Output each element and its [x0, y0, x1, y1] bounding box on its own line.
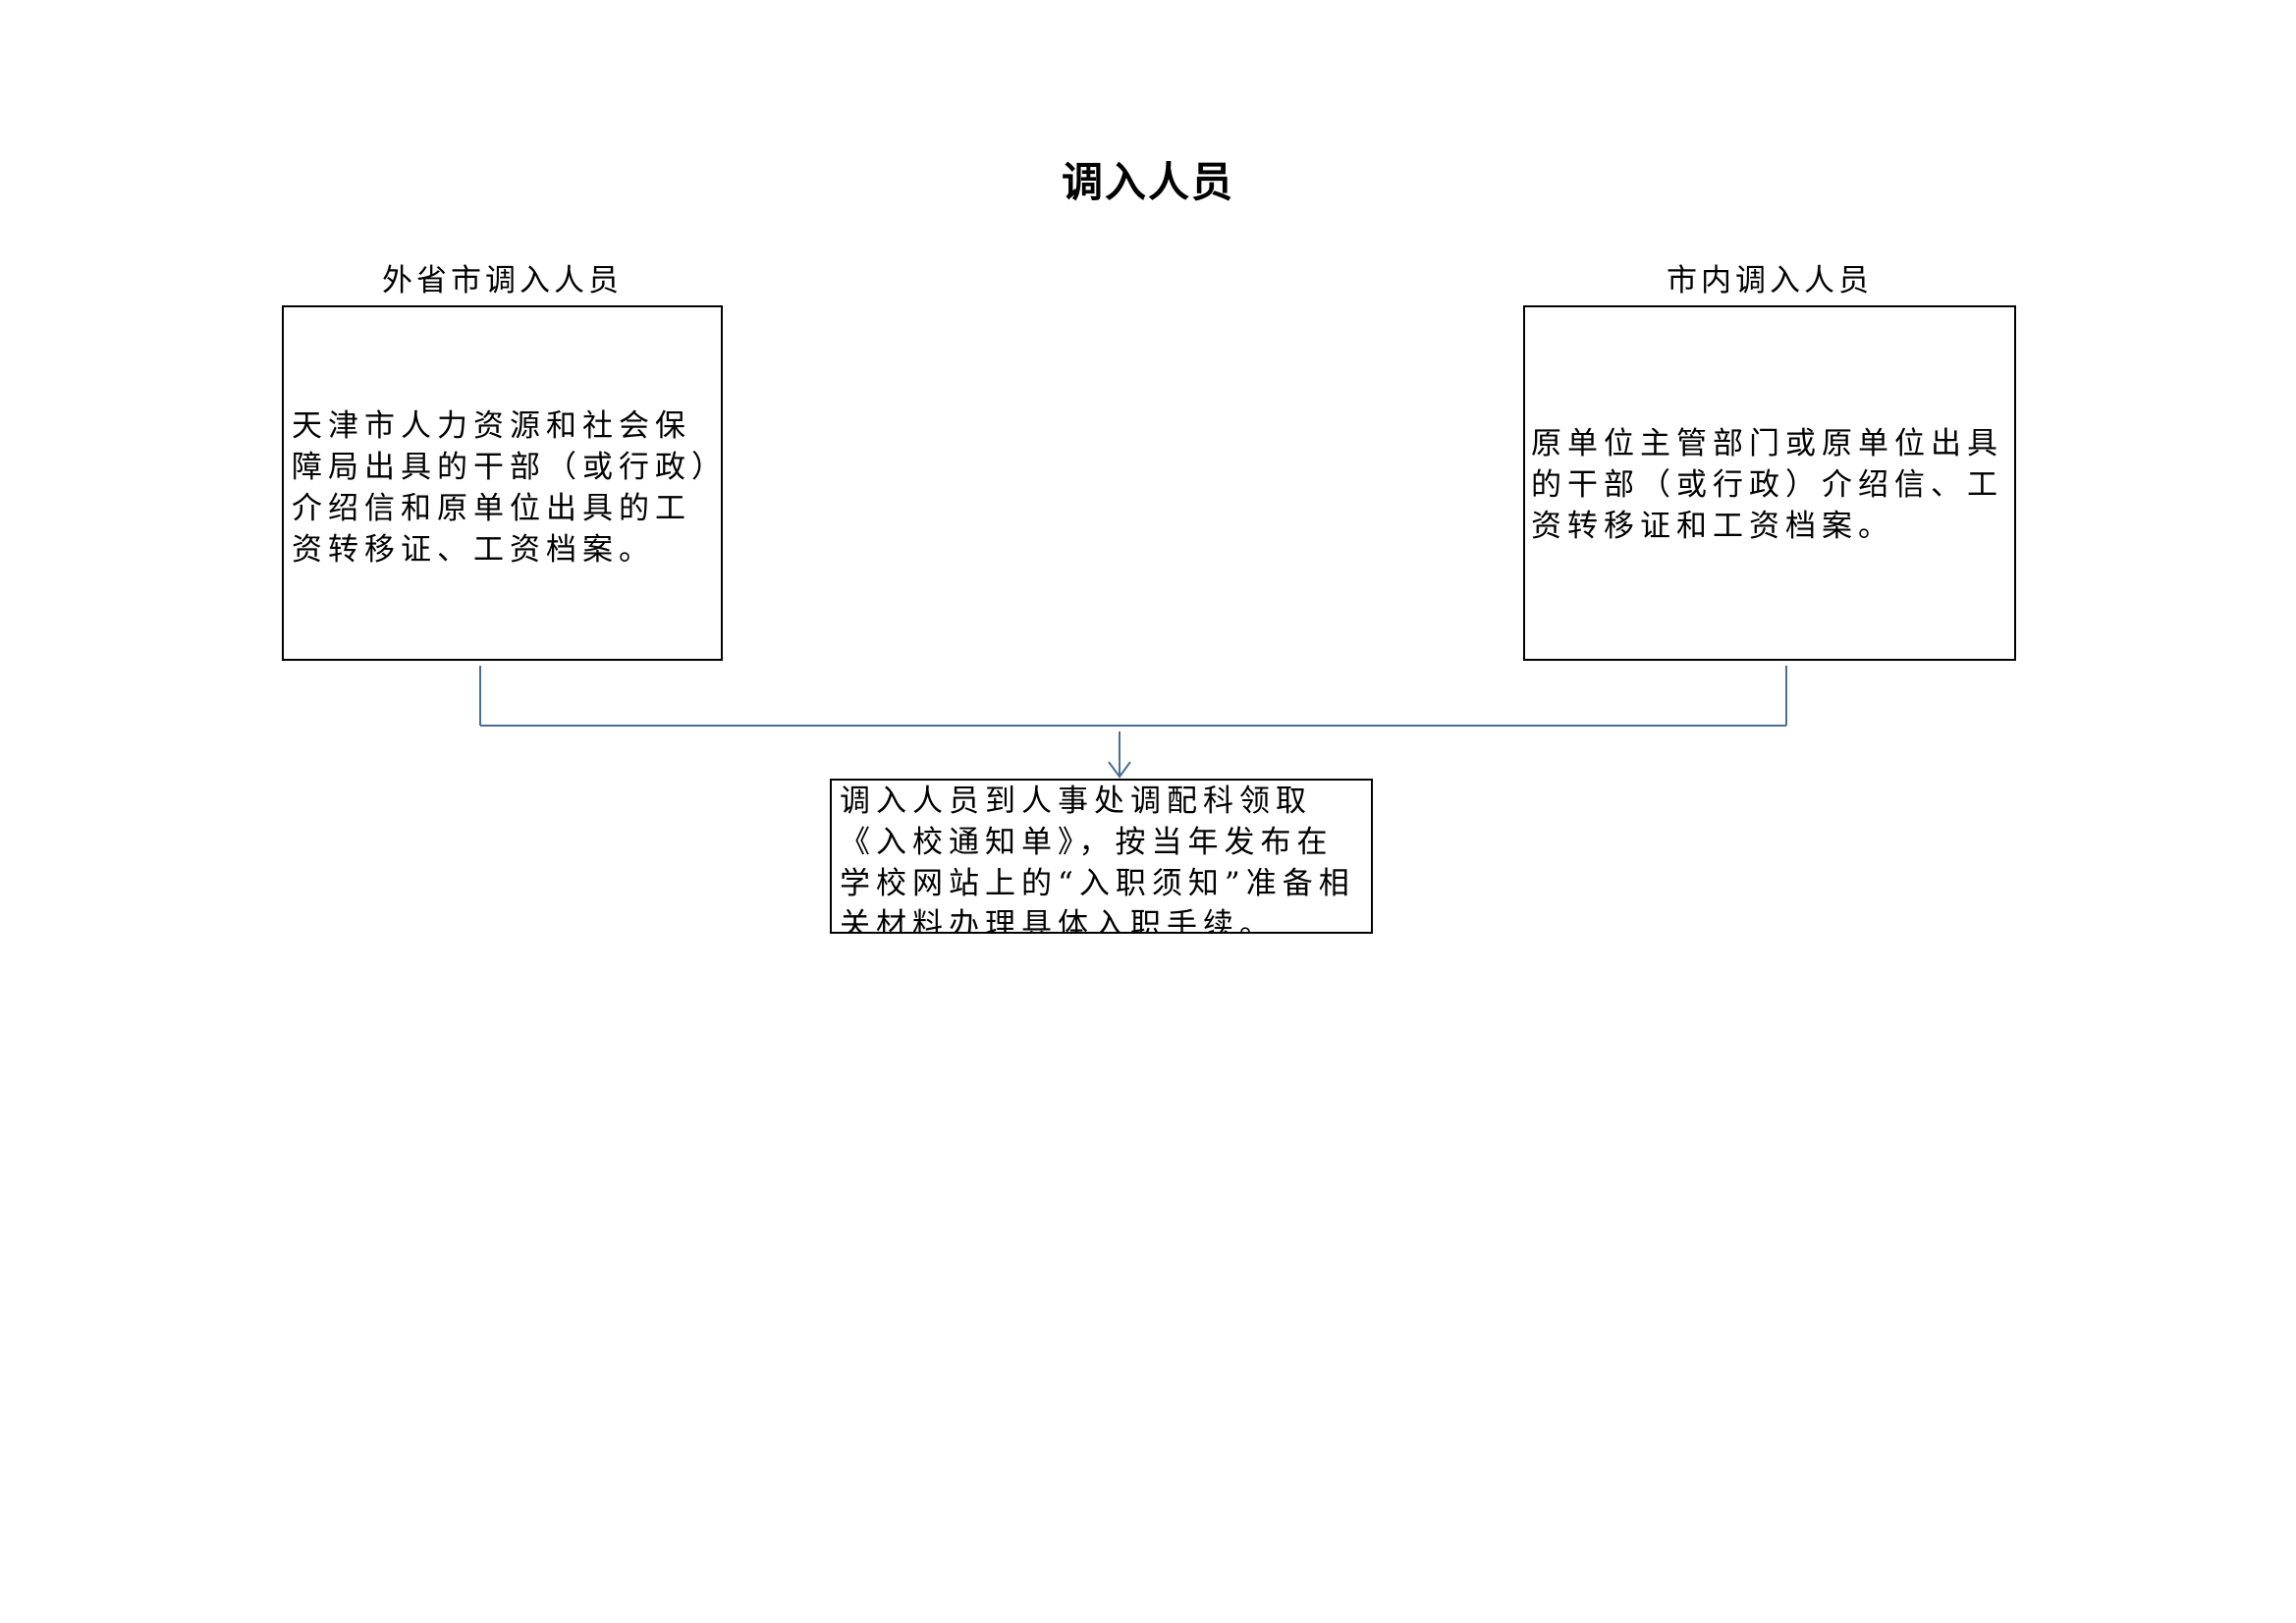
arrow-head-icon — [1108, 761, 1131, 779]
left-column-label: 外省市调入人员 — [382, 263, 623, 298]
page-title: 调入人员 — [1061, 158, 1234, 206]
right-box-text: 原单位主管部门或原单位出具的干部（或行政）介绍信、工资转移证和工资档案。 — [1531, 426, 2003, 544]
right-column-label: 市内调入人员 — [1667, 263, 1873, 298]
right-box: 原单位主管部门或原单位出具的干部（或行政）介绍信、工资转移证和工资档案。 — [1523, 305, 2016, 661]
left-box-text: 天津市人力资源和社会保障局出具的干部（或行政）介绍信和原单位出具的工资转移证、工… — [292, 408, 713, 568]
connector-lines — [479, 666, 1787, 779]
bottom-box: 调入人员到人事处调配科领取《入校通知单》，按当年发布在学校网站上的“入职须知”准… — [830, 779, 1373, 934]
left-box: 天津市人力资源和社会保障局出具的干部（或行政）介绍信和原单位出具的工资转移证、工… — [282, 305, 723, 661]
bottom-box-text: 调入人员到人事处调配科领取《入校通知单》，按当年发布在学校网站上的“入职须知”准… — [840, 784, 1355, 934]
